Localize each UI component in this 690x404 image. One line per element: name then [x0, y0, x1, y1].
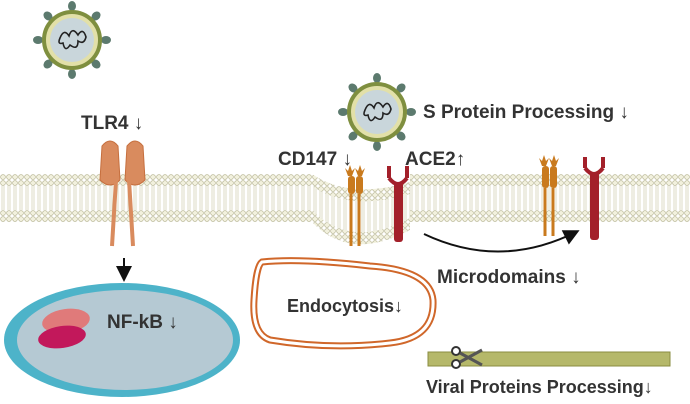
nfkb-text: NF-kB [107, 312, 163, 333]
tlr4-label: TLR4 ↓ [81, 114, 143, 133]
virus-icon [338, 73, 416, 151]
virus-icon [33, 1, 111, 79]
s-protein-label: S Protein Processing ↓ [423, 103, 629, 122]
nfkb-label: NF-kB ↓ [107, 313, 178, 332]
tlr4-receptor-icon [99, 140, 146, 247]
down-arrow-icon: ↓ [342, 149, 352, 170]
s-protein-text: S Protein Processing [423, 102, 615, 123]
down-arrow-icon: ↓ [643, 377, 653, 397]
down-arrow-icon: ↓ [133, 113, 144, 134]
microdomains-text: Microdomains [437, 267, 566, 288]
down-arrow-icon: ↓ [168, 312, 178, 333]
down-arrow-icon: ↓ [571, 267, 581, 288]
cd147-text: CD147 [278, 149, 338, 170]
endocytosis-text: Endocytosis [287, 296, 395, 316]
ace2-receptor-icon [387, 166, 409, 242]
viral-protein-bar [427, 351, 671, 367]
down-arrow-icon: ↓ [619, 102, 629, 123]
cd147-receptor-icon [539, 155, 559, 236]
ace2-label: ACE2↑ [405, 150, 465, 169]
up-arrow-icon: ↑ [455, 149, 466, 170]
scissors-icon [451, 346, 483, 369]
cd147-label: CD147 ↓ [278, 150, 352, 169]
lipid-bilayer [0, 174, 690, 245]
ace2-text: ACE2 [405, 149, 456, 170]
cd147-receptor-icon [345, 165, 365, 246]
nucleus-icon [4, 283, 240, 397]
ace2-receptor-icon [583, 157, 605, 240]
nfkb-subunit-b [38, 325, 86, 349]
down-arrow-icon: ↓ [394, 296, 404, 316]
tlr4-text: TLR4 [81, 113, 129, 134]
endocytosis-label: Endocytosis↓ [287, 297, 403, 315]
viral-proteins-label: Viral Proteins Processing↓ [426, 378, 653, 396]
translocation-arrow [423, 230, 580, 253]
viral-proteins-text: Viral Proteins Processing [426, 377, 644, 397]
microdomains-label: Microdomains ↓ [437, 268, 581, 287]
